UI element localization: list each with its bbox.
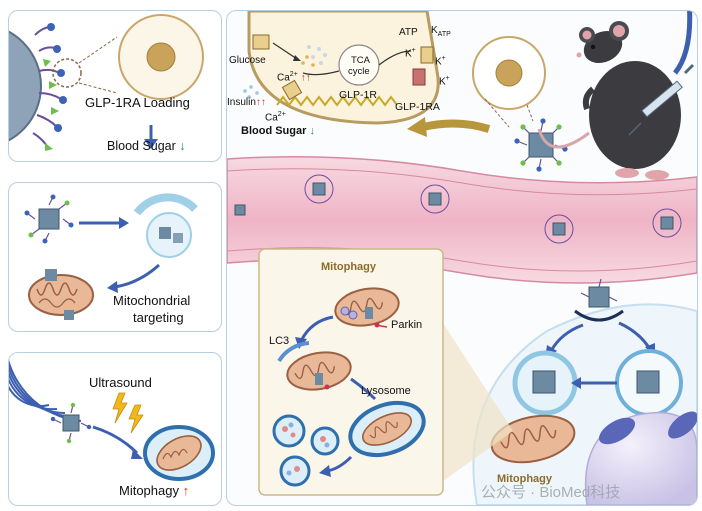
glucose-label: Glucose: [229, 55, 266, 66]
k-ion-charge-1: +: [411, 47, 416, 54]
mitophagy-inset-title: Mitophagy: [321, 261, 376, 273]
calcium-text: Ca: [277, 72, 290, 84]
katp-subscript: ATP: [437, 31, 451, 38]
calcium-charge: 2+: [289, 71, 298, 78]
mitochondrial-targeting-label-line1: Mitochondrial: [113, 293, 191, 308]
insulin-up-label: Insulin↑↑: [227, 97, 266, 108]
down-arrow-icon: ↓: [179, 139, 186, 153]
parkin-label: Parkin: [391, 319, 423, 331]
k-ion-text-1: K: [405, 48, 412, 60]
tca-cycle-label-line1: TCA: [351, 55, 370, 66]
main-blood-sugar-down-arrow-icon: ↓: [309, 125, 315, 137]
k-ion-label-2: K+: [435, 55, 446, 67]
panel-main-mechanism: ATP KATP K+ K+ K+ Glucose Ca2+ ↑↑ TCA cy…: [226, 10, 698, 506]
nanoparticle-loading-illustration: [9, 14, 204, 151]
panel-ultrasound-mitophagy: Ultrasound Mitophagy ↑: [8, 352, 222, 506]
atp-label: ATP: [399, 27, 418, 38]
panel-glp1ra-loading: GLP-1RA Loading Blood Sugar ↓: [8, 10, 222, 162]
lc3-label: LC3: [269, 335, 290, 347]
calcium-up-label: Ca2+ ↑↑: [277, 71, 311, 83]
calcium-up-arrows-icon: ↑↑: [300, 72, 311, 84]
panel-mitochondrial-targeting: Mitochondrial targeting: [8, 182, 222, 332]
blood-sugar-text: Blood Sugar: [107, 139, 176, 153]
mitophagy-up-label: Mitophagy ↑: [119, 483, 189, 498]
k-ion-text-2: K: [435, 56, 442, 68]
glp1ra-loading-label: GLP-1RA Loading: [85, 95, 190, 110]
insulin-text: Insulin: [227, 97, 256, 108]
mitochondrial-targeting-illustration: [24, 193, 198, 320]
main-blood-sugar-text: Blood Sugar: [241, 125, 307, 137]
tca-cycle-label-line2: cycle: [348, 66, 370, 77]
mitophagy-text: Mitophagy: [119, 483, 179, 498]
katp-text: K: [431, 25, 438, 36]
katp-label: KATP: [431, 25, 451, 38]
main-blood-sugar-label: Blood Sugar ↓: [241, 125, 315, 137]
calcium-ion-charge: 2+: [277, 111, 286, 118]
mitochondrial-targeting-label-line2: targeting: [133, 310, 184, 325]
glp1r-label: GLP-1R: [339, 89, 377, 101]
calcium-ion-text: Ca: [265, 112, 278, 124]
k-ion-label-1: K+: [405, 47, 416, 59]
ultrasound-label: Ultrasound: [89, 375, 152, 390]
calcium-ion-label: Ca2+: [265, 111, 286, 123]
ultrasound-illustration: [9, 359, 215, 481]
main-mitophagy-label: Mitophagy: [497, 473, 552, 485]
watermark: 公众号 · BioMed科技: [481, 484, 621, 501]
lysosome-label: Lysosome: [361, 385, 411, 397]
main-illustration: [227, 11, 697, 505]
k-ion-label-3: K+: [439, 75, 450, 87]
k-ion-charge-2: +: [441, 55, 446, 62]
glp1ra-label: GLP-1RA: [395, 101, 440, 113]
insulin-up-arrows-icon: ↑↑: [255, 97, 266, 108]
mouse-illustration: [537, 21, 695, 180]
up-arrow-icon: ↑: [182, 483, 190, 498]
k-ion-charge-3: +: [445, 75, 450, 82]
blood-sugar-label: Blood Sugar ↓: [107, 139, 186, 153]
k-ion-text-3: K: [439, 76, 446, 88]
